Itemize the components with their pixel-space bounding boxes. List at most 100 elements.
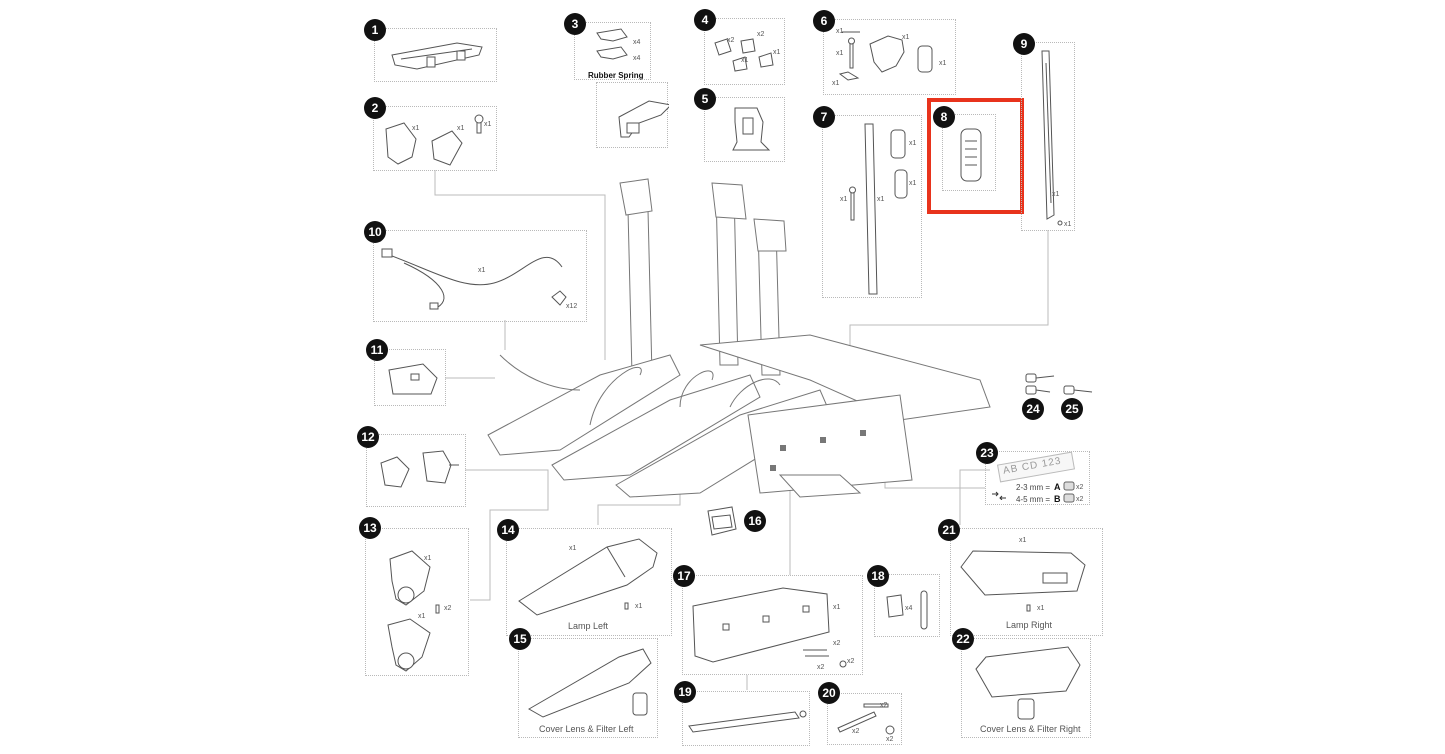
qty-label: x2: [1076, 484, 1084, 491]
part-number-8: 8: [933, 106, 955, 128]
part-panel-21: x1 x1 Lamp Right: [950, 528, 1103, 636]
wiring-harness-part: [381, 248, 567, 310]
qty-label: x1: [484, 121, 492, 128]
key-pair-part: [1025, 373, 1055, 395]
qty-label: x1: [773, 49, 781, 56]
part-number-23: 23: [976, 442, 998, 464]
part-panel-4: x2 x2 x1 x1: [704, 18, 785, 85]
part-panel-13: x1 x1 x2: [365, 528, 469, 676]
qty-label: x1: [412, 125, 420, 132]
part-number-4: 4: [694, 9, 716, 31]
qty-label: x1: [832, 80, 840, 87]
qty-label: x1: [635, 603, 643, 610]
cover-lens-right-caption: Cover Lens & Filter Right: [980, 724, 1081, 734]
qty-label: x1: [909, 140, 917, 147]
qty-label: x2: [727, 37, 735, 44]
qty-label: x2: [1076, 496, 1084, 503]
part-panel-20: x2 x2 x2: [827, 693, 902, 745]
part-number-21: 21: [938, 519, 960, 541]
part-panel-22: Cover Lens & Filter Right: [961, 638, 1091, 738]
qty-label: x2: [886, 736, 894, 743]
lamp-left-part: [518, 538, 658, 616]
cover-lens-left-caption: Cover Lens & Filter Left: [539, 724, 634, 734]
rail-part: [688, 710, 807, 733]
long-strap-part: [1041, 50, 1063, 226]
qty-label: x12: [566, 303, 578, 310]
single-key-part: [1063, 385, 1093, 395]
qty-label: x1: [424, 555, 432, 562]
qty-label: x1: [1064, 221, 1072, 228]
qty-label: x2: [852, 728, 860, 735]
qty-label: x2: [833, 640, 841, 647]
part-number-24: 24: [1022, 398, 1044, 420]
qty-label: x1: [1052, 191, 1060, 198]
strap-pad-part: [960, 128, 982, 182]
part-number-7: 7: [813, 106, 835, 128]
mounting-bracket-part: [391, 42, 483, 70]
qty-label: x1: [478, 267, 486, 274]
part-number-2: 2: [364, 97, 386, 119]
part-panel-19: [682, 691, 810, 746]
part-number-11: 11: [366, 339, 388, 361]
clip-box-part: [707, 506, 737, 536]
qty-label: x2: [444, 605, 452, 612]
qty-label: x1: [836, 50, 844, 57]
part-panel-18: x4: [874, 574, 940, 637]
qty-label: x4: [633, 55, 641, 62]
part-number-25: 25: [1061, 398, 1083, 420]
part-panel-2: x1 x1 x1: [373, 106, 497, 171]
part-number-22: 22: [952, 628, 974, 650]
qty-label: x2: [847, 658, 855, 665]
qty-label: x2: [880, 702, 888, 709]
plate-row-b-text: 4-5 mm =: [1016, 495, 1051, 504]
part-panel-3-detail: [596, 82, 669, 148]
part-panel-7: x1 x1 x1 x1: [822, 115, 922, 298]
part-number-17: 17: [673, 565, 695, 587]
cover-lens-right-part: [975, 646, 1081, 720]
lamp-left-caption: Lamp Left: [568, 621, 609, 631]
plate-row-a-letter: A: [1054, 482, 1061, 492]
part-panel-1: [374, 28, 497, 82]
cover-lens-left-part: [527, 648, 652, 718]
number-plate-holder-part: [692, 587, 847, 668]
bike-carrier-illustration: [487, 178, 991, 498]
part-number-3: 3: [564, 13, 586, 35]
part-panel-8: [942, 114, 996, 191]
part-panel-14: x1 x1 Lamp Left: [506, 528, 672, 636]
part-number-18: 18: [867, 565, 889, 587]
spring-arm-detail: [618, 100, 669, 138]
part-number-16: 16: [744, 510, 766, 532]
lamp-right-part: [960, 550, 1086, 612]
qty-label: x4: [633, 39, 641, 46]
holder-part: [732, 107, 771, 151]
qty-label: x1: [840, 196, 848, 203]
part-number-19: 19: [674, 681, 696, 703]
knob-parts: [380, 450, 459, 488]
bolt-parts: [837, 703, 895, 735]
qty-label: x1: [909, 180, 917, 187]
part-panel-15: Cover Lens & Filter Left: [518, 638, 658, 738]
part-panel-9: x1 x1: [1021, 42, 1075, 231]
part-number-13: 13: [359, 517, 381, 539]
part-number-9: 9: [1013, 33, 1035, 55]
part-number-10: 10: [364, 221, 386, 243]
qty-label: x1: [877, 196, 885, 203]
plate-row-a-text: 2-3 mm =: [1016, 483, 1051, 492]
rubber-spring-parts: [596, 28, 628, 60]
part-number-14: 14: [497, 519, 519, 541]
part-number-6: 6: [813, 10, 835, 32]
plate-row-b-letter: B: [1054, 494, 1061, 504]
part-panel-11: [374, 349, 446, 406]
qty-label: x1: [569, 545, 577, 552]
qty-label: x1: [833, 604, 841, 611]
qty-label: x2: [757, 31, 765, 38]
qty-label: x1: [1019, 537, 1027, 544]
qty-label: x1: [939, 60, 947, 67]
small-clip-parts: [714, 38, 774, 72]
clamp-parts: [385, 114, 484, 166]
arrow-icons: [992, 491, 1006, 500]
part-number-20: 20: [818, 682, 840, 704]
highlight-box: [927, 98, 1024, 214]
part-panel-3: x4 x4 Rubber Spring: [574, 22, 651, 80]
license-plate-sample: AB CD 123: [997, 451, 1075, 483]
